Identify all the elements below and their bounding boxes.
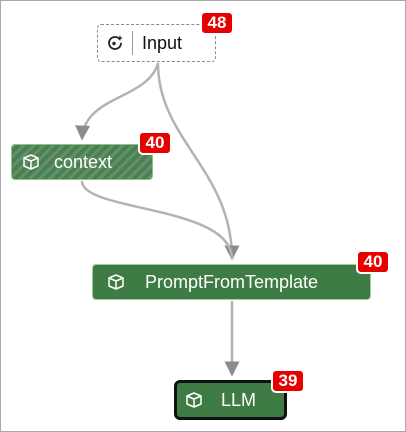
- edge-input-to-prompt: [156, 62, 240, 261]
- prompt-from-template-node-label: PromptFromTemplate: [145, 271, 319, 292]
- context-node-badge: 40: [138, 131, 172, 155]
- llm-node-badge: 39: [271, 369, 305, 393]
- input-node[interactable]: Input: [97, 24, 216, 62]
- input-node-badge: 48: [200, 11, 234, 35]
- llm-node[interactable]: LLM: [174, 380, 287, 420]
- package-icon: [107, 273, 125, 291]
- context-node-label: context: [54, 151, 113, 172]
- package-icon: [22, 153, 40, 171]
- llm-node-label: LLM: [221, 389, 257, 410]
- prompt-from-template-node[interactable]: PromptFromTemplate: [92, 264, 371, 300]
- node-input-icon: [106, 34, 124, 52]
- edge-input-to-context: [75, 62, 160, 141]
- edge-context-to-prompt: [80, 180, 234, 260]
- prompt-from-template-node-badge: 40: [356, 250, 390, 274]
- input-node-divider: [132, 31, 133, 55]
- package-icon: [185, 391, 203, 409]
- context-node[interactable]: context: [11, 144, 153, 180]
- input-node-label: Input: [142, 32, 183, 53]
